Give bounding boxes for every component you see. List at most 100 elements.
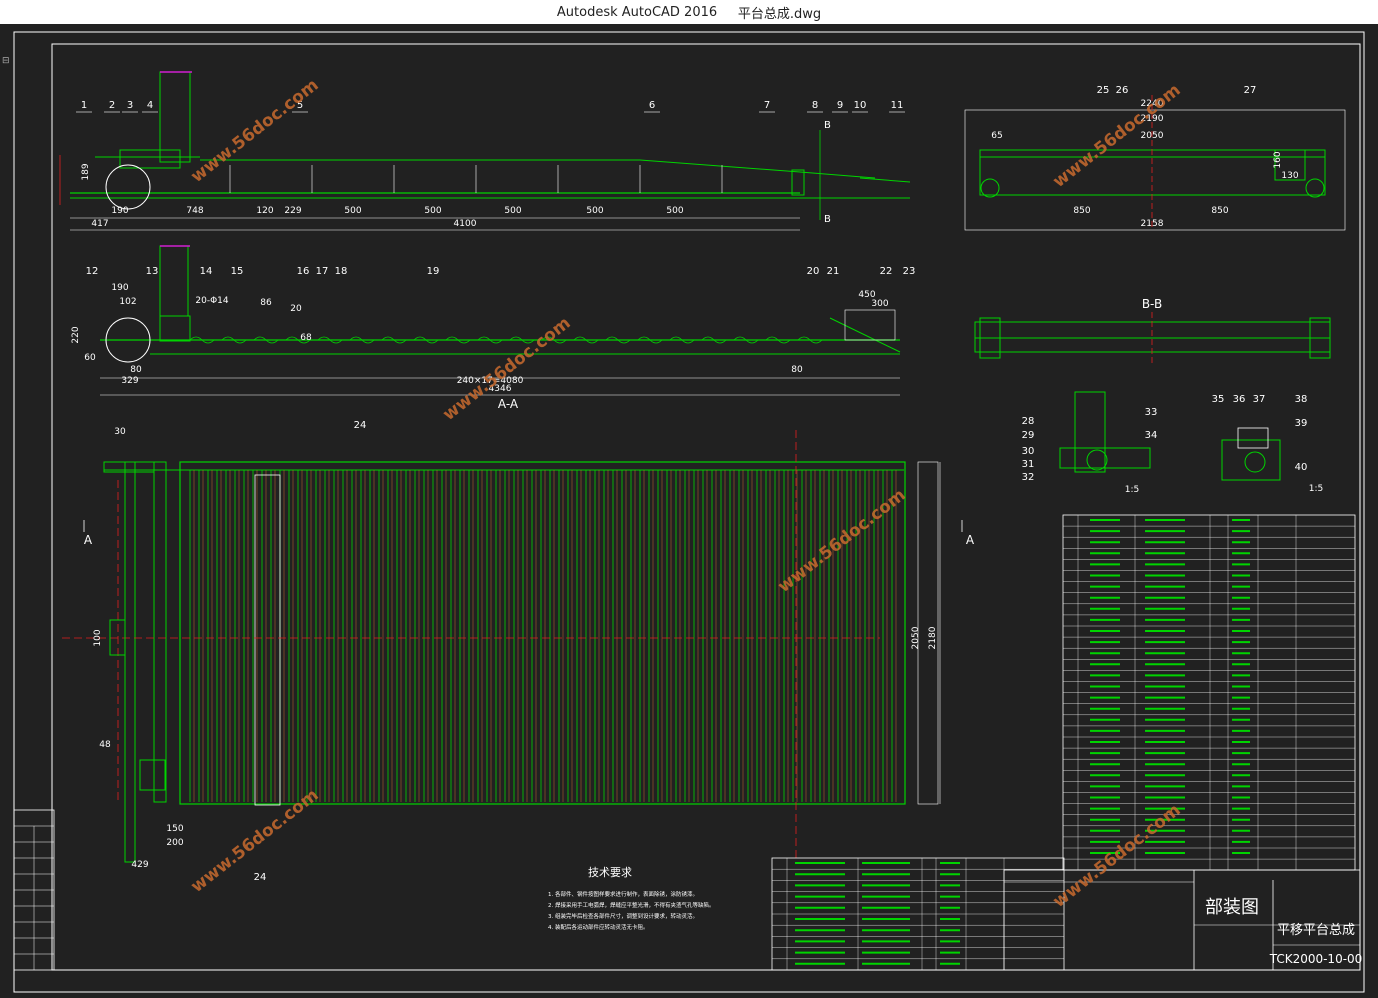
section-bb-title: B-B [1142, 297, 1162, 311]
aa-dim: 450 [858, 290, 875, 300]
balloon-13: 13 [146, 266, 159, 277]
balloon-15: 15 [231, 266, 244, 277]
balloon-19: 19 [427, 266, 440, 277]
balloon-27: 27 [1244, 85, 1257, 96]
aa-slat-profile [701, 336, 727, 344]
top-view-dim: 189 [81, 163, 91, 180]
top-view-dim: 500 [504, 206, 521, 216]
aa-slat-profile [573, 336, 599, 344]
viewport-menu-icon[interactable]: ⊟ [2, 56, 10, 66]
section-b-marker-bottom: B [824, 214, 831, 225]
detail-2-wheel [1244, 451, 1266, 473]
aa-slat-profile [189, 336, 215, 344]
top-view-dim: 229 [284, 206, 301, 216]
end-view-wheel-right [1305, 178, 1325, 198]
balloon-22: 22 [880, 266, 893, 277]
bb-frame [974, 321, 1331, 353]
plan-dim: 2050 [911, 626, 921, 649]
aa-dim: 60 [84, 353, 96, 363]
balloon-35: 35 [1212, 394, 1225, 405]
end-view-dim: 130 [1281, 171, 1298, 181]
end-view-dim: 2240 [1141, 99, 1164, 109]
section-aa-title: A-A [498, 397, 519, 411]
aa-slat-profile [509, 336, 535, 344]
aa-dim: 240×17=4080 [457, 376, 524, 386]
aa-dim: 102 [119, 297, 136, 307]
aa-slat-profile [797, 336, 823, 344]
balloon-17: 17 [316, 266, 329, 277]
end-view-dim: 850 [1073, 206, 1090, 216]
aa-slat-profile [733, 336, 759, 344]
balloon-36: 36 [1233, 394, 1246, 405]
tech-req-line: 1. 各部件、钢件按图样要求进行制作，表面除锈，涂防锈漆。 [548, 890, 698, 898]
balloon-33: 33 [1145, 407, 1158, 418]
top-view-ramp [799, 171, 876, 179]
balloon-30: 30 [1022, 446, 1035, 457]
end-view-dim: 65 [991, 131, 1002, 141]
top-view-dim: 500 [344, 206, 361, 216]
plan-dim: 30 [114, 427, 126, 437]
balloon-9: 9 [837, 100, 843, 111]
bb-left-end [979, 317, 1001, 359]
detail-2-box [1221, 439, 1281, 481]
aa-slat-profile [253, 336, 279, 344]
balloon-12: 12 [86, 266, 99, 277]
aa-slat-profile [349, 336, 375, 344]
top-view-wheel-block [791, 169, 805, 196]
aa-ramp [829, 317, 901, 353]
end-view-frame [979, 149, 1326, 196]
aa-slat-profile [285, 336, 311, 344]
plan-left-rail-2 [153, 461, 167, 803]
tech-req-title: 技术要求 [588, 866, 632, 879]
end-view-dim: 2158 [1141, 219, 1164, 229]
plan-outline [179, 461, 906, 805]
aa-post [159, 245, 189, 317]
balloon-1: 1 [81, 100, 87, 111]
top-view-dim: 500 [586, 206, 603, 216]
detail-1-wheel [1086, 449, 1108, 471]
plan-dim: 2180 [928, 626, 938, 649]
aa-dim: 80 [791, 365, 803, 375]
watermark: www.56doc.com [187, 75, 322, 187]
aa-ramp-box [844, 309, 896, 341]
aa-dim: 220 [71, 326, 81, 343]
aa-slat-profile [541, 336, 567, 344]
top-view-dim: 4100 [454, 219, 477, 229]
aa-slat-profile [413, 336, 439, 344]
balloon-10: 10 [854, 100, 867, 111]
aa-dim: 190 [111, 283, 128, 293]
balloon-24-top: 24 [354, 420, 367, 431]
section-a-left: A [84, 533, 93, 547]
plan-dim: 150 [166, 824, 183, 834]
watermark: www.56doc.com [1049, 800, 1184, 912]
balloon-39: 39 [1295, 418, 1308, 429]
plan-dim: 429 [131, 860, 148, 870]
end-view-dim: 2050 [1141, 131, 1164, 141]
top-view-post [159, 71, 191, 163]
aa-slat-profile [637, 336, 663, 344]
tech-req-line: 3. 组装完毕后检查各部件尺寸，调整到设计要求，转动灵活。 [548, 912, 698, 920]
aa-slat-profile [765, 336, 791, 344]
detail-1-base [1059, 447, 1151, 469]
plan-inner-frame [254, 474, 281, 806]
tech-req-line: 4. 装配后各运动部件应转动灵活无卡阻。 [548, 923, 649, 931]
balloon-24-bottom: 24 [254, 872, 267, 883]
plan-dim: 200 [166, 838, 183, 848]
plan-motor-bottom [139, 759, 166, 791]
end-view-drive [1274, 149, 1306, 181]
window-title-bar: Autodesk AutoCAD 2016 平台总成.dwg [0, 0, 1378, 24]
aa-dim: 86 [260, 298, 272, 308]
end-view-dim: 850 [1211, 206, 1228, 216]
balloon-37: 37 [1253, 394, 1266, 405]
aa-dim: 329 [121, 376, 138, 386]
balloon-34: 34 [1145, 430, 1158, 441]
top-view-dim: 500 [666, 206, 683, 216]
outer-border [13, 31, 1365, 993]
balloon-5: 5 [297, 100, 303, 111]
aa-slat-profile [605, 336, 631, 344]
top-view-dim: 120 [256, 206, 273, 216]
aa-dim: 80 [130, 365, 142, 375]
plan-dim: 100 [93, 629, 103, 646]
